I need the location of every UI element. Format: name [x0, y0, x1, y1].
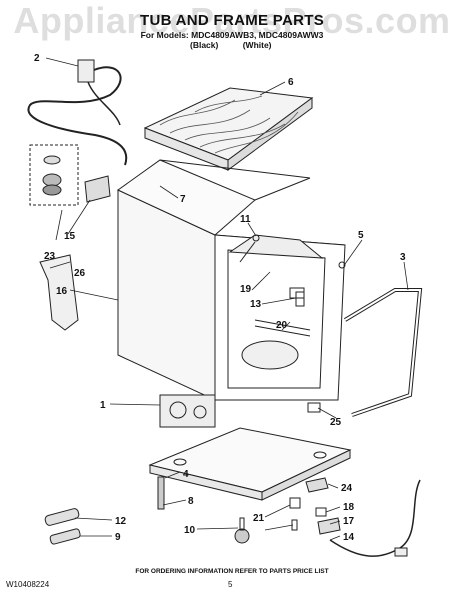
callout-15: 15	[64, 231, 76, 242]
door-gasket-part	[343, 288, 423, 417]
tub-assembly	[214, 234, 346, 401]
callout-17: 17	[343, 516, 355, 527]
callout-11: 11	[240, 214, 251, 225]
callout-25: 25	[330, 417, 342, 428]
callout-18: 18	[343, 502, 355, 513]
diagram-title: TUB AND FRAME PARTS	[139, 12, 325, 29]
callout-7: 7	[180, 194, 186, 205]
side-bracket-part	[39, 254, 79, 331]
pump-motor-part	[159, 394, 216, 428]
leader-lines	[45, 57, 409, 541]
callout-23: 23	[44, 251, 56, 262]
callout-1: 1	[100, 400, 106, 411]
callout-14: 14	[343, 532, 355, 543]
callout-4: 4	[183, 469, 189, 480]
callout-3: 3	[400, 252, 406, 263]
callout-26: 26	[74, 268, 86, 279]
document-number: W10408224	[6, 580, 50, 589]
callout-10: 10	[184, 525, 196, 536]
color-labels: (Black) (White)	[190, 40, 330, 50]
base-frame	[148, 427, 352, 501]
color-black-label: (Black)	[190, 40, 219, 50]
callout-12: 12	[115, 516, 127, 527]
callout-21: 21	[253, 513, 265, 524]
callout-labels: 2 6 7 11 5 3 15 23 26 16 19 13 20 1 25 4…	[34, 53, 406, 543]
ordering-note: FOR ORDERING INFORMATION REFER TO PARTS …	[135, 568, 329, 575]
callout-19: 19	[240, 284, 252, 295]
callout-20: 20	[276, 320, 288, 331]
color-white-label: (White)	[242, 40, 272, 50]
watermark: AppliancePartsPros.com	[13, 0, 451, 41]
callout-9: 9	[115, 532, 121, 543]
callout-6: 6	[288, 77, 294, 88]
callout-8: 8	[188, 496, 194, 507]
top-panel-part	[143, 87, 314, 171]
callout-24: 24	[341, 483, 353, 494]
small-hardware-parts	[44, 234, 421, 557]
callout-5: 5	[358, 230, 364, 241]
callout-2: 2	[34, 53, 40, 64]
page-number: 5	[228, 580, 233, 589]
callout-13: 13	[250, 299, 262, 310]
detergent-parts-group	[29, 144, 111, 206]
inlet-valve-part	[27, 59, 128, 166]
callout-16: 16	[56, 286, 68, 297]
models-line: For Models: MDC4809AWB3, MDC4809AWW3	[140, 30, 324, 40]
